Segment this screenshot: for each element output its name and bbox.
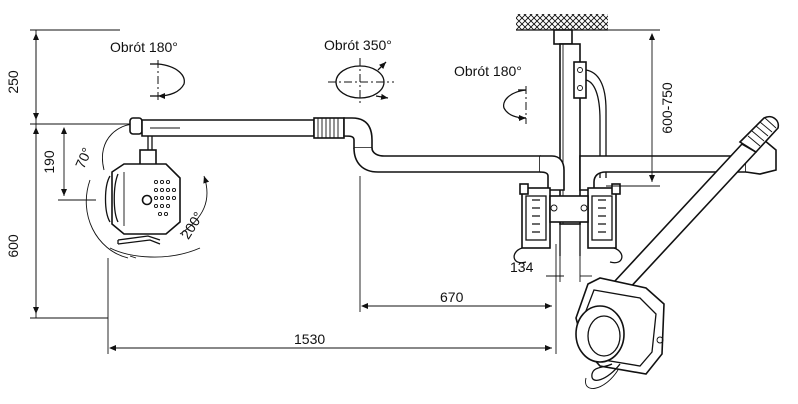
dim-670: 670 [440, 289, 464, 305]
angled-arm [612, 115, 780, 294]
dim-70deg: 70° [72, 145, 95, 171]
arm-bellows [313, 117, 345, 139]
rotation-symbol-mount [502, 86, 527, 124]
dim-1530: 1530 [294, 331, 325, 347]
dim-190: 190 [41, 150, 57, 174]
suspension-bracket [513, 183, 623, 264]
dim-250: 250 [5, 70, 21, 94]
label-rotation-lamp: Obrót 180° [110, 39, 178, 55]
right-lamp-head [575, 277, 665, 389]
bottom-dimension-lines [107, 176, 592, 354]
dim-200deg: 200° [177, 209, 206, 242]
left-dimension-lines [30, 29, 130, 319]
dim-600: 600 [5, 234, 21, 258]
rotation-symbol-arm [328, 58, 394, 104]
dim-600-750: 600-750 [659, 82, 675, 134]
dim-134: 134 [510, 259, 534, 275]
main-arm [129, 117, 565, 191]
column-dimension [596, 29, 660, 187]
label-rotation-mount: Obrót 180° [454, 63, 522, 79]
label-rotation-arm: Obrót 350° [324, 37, 392, 53]
angled-arm-grip [738, 115, 780, 154]
ceiling-plate [516, 14, 608, 31]
mount-column [553, 29, 607, 225]
left-lamp-head [104, 136, 201, 258]
rotation-symbol-lamp [150, 60, 185, 100]
